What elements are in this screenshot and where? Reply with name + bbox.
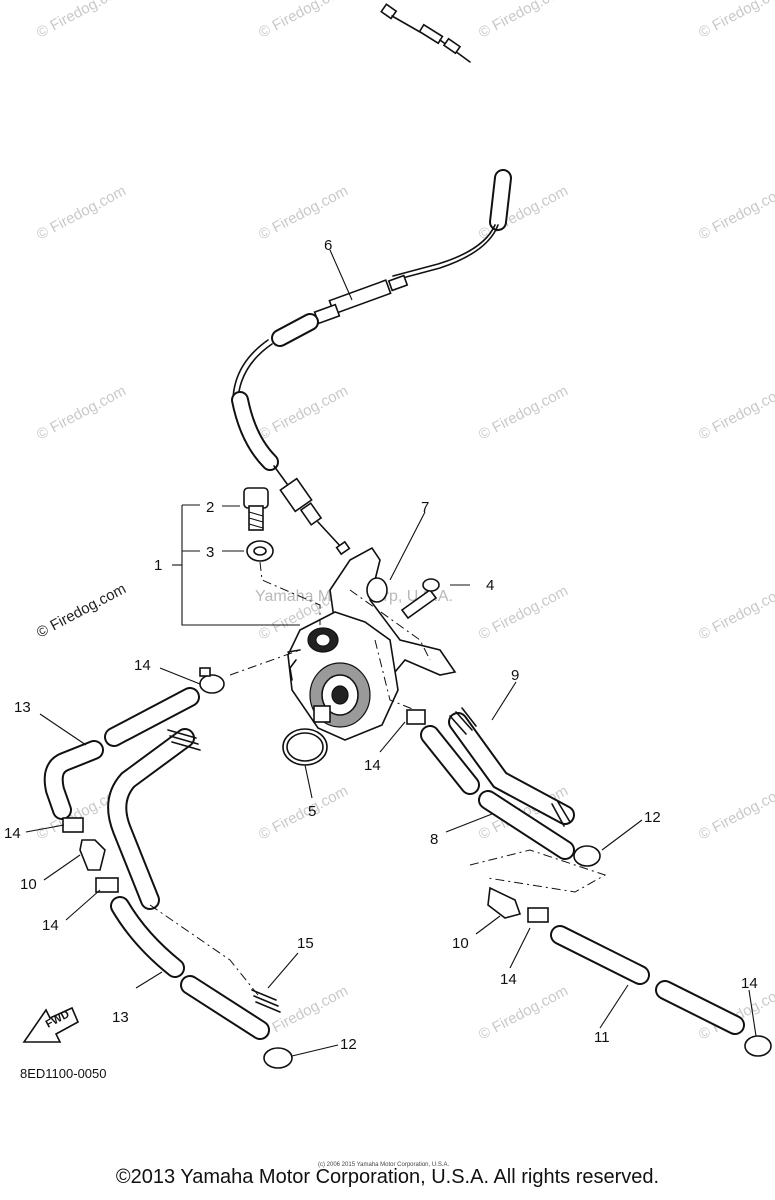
- watermark: © Firedog.com: [34, 0, 129, 42]
- watermark: © Firedog.com: [256, 982, 351, 1043]
- watermark: © Firedog.com: [696, 782, 775, 843]
- watermark: © Firedog.com: [256, 382, 351, 443]
- callout-14: 14: [4, 825, 21, 842]
- watermark: © Firedog.com: [476, 982, 571, 1043]
- callout-5: 5: [308, 803, 316, 820]
- callout-11: 11: [594, 1029, 610, 1046]
- leader-lines: [25, 249, 757, 1057]
- callout-9: 9: [511, 667, 519, 684]
- callout-14: 14: [500, 971, 517, 988]
- watermark-dark: © Firedog.com: [34, 580, 129, 641]
- callout-1: 1: [154, 557, 162, 574]
- callout-14: 14: [134, 657, 151, 674]
- callouts: 2 3 1 6 7 4 5 14 13 14 10 14 13 15 12 14…: [4, 237, 758, 1053]
- callout-6: 6: [324, 237, 332, 254]
- watermark: © Firedog.com: [696, 182, 775, 243]
- watermark: © Firedog.com: [34, 382, 129, 443]
- callout-2: 2: [206, 499, 214, 516]
- callout-15: 15: [297, 935, 314, 952]
- watermark: © Firedog.com: [256, 0, 351, 42]
- callout-10: 10: [452, 935, 469, 952]
- oil-pump: [229, 487, 457, 766]
- throttle-cable: [231, 3, 523, 556]
- copyright-notice: ©2013 Yamaha Motor Corporation, U.S.A. A…: [115, 1166, 660, 1188]
- watermark: © Firedog.com: [696, 582, 775, 643]
- watermark: © Firedog.com: [476, 0, 571, 42]
- watermark: © Firedog.com: [696, 382, 775, 443]
- left-hoses: [43, 667, 293, 1069]
- watermark: © Firedog.com: [476, 382, 571, 443]
- callout-14: 14: [741, 975, 758, 992]
- callout-12: 12: [340, 1036, 357, 1053]
- watermark: © Firedog.com: [34, 182, 129, 243]
- callout-8: 8: [430, 831, 438, 848]
- watermark: © Firedog.com: [696, 0, 775, 42]
- callout-13: 13: [112, 1009, 129, 1026]
- callout-14: 14: [42, 917, 59, 934]
- callout-10: 10: [20, 876, 37, 893]
- callout-7: 7: [421, 499, 429, 516]
- drawing-code: 8ED1100-0050: [20, 1066, 107, 1081]
- callout-13: 13: [14, 699, 31, 716]
- right-hoses: [406, 707, 772, 1057]
- callout-4: 4: [486, 577, 494, 594]
- tiny-note: (c) 2006 2015 Yamaha Motor Corporation, …: [318, 1162, 450, 1168]
- fwd-arrow-icon: FWD: [22, 1006, 80, 1043]
- watermark: © Firedog.com: [256, 782, 351, 843]
- callout-12: 12: [644, 809, 661, 826]
- callout-14: 14: [364, 757, 381, 774]
- watermark: © Firedog.com: [256, 182, 351, 243]
- callout-3: 3: [206, 544, 214, 561]
